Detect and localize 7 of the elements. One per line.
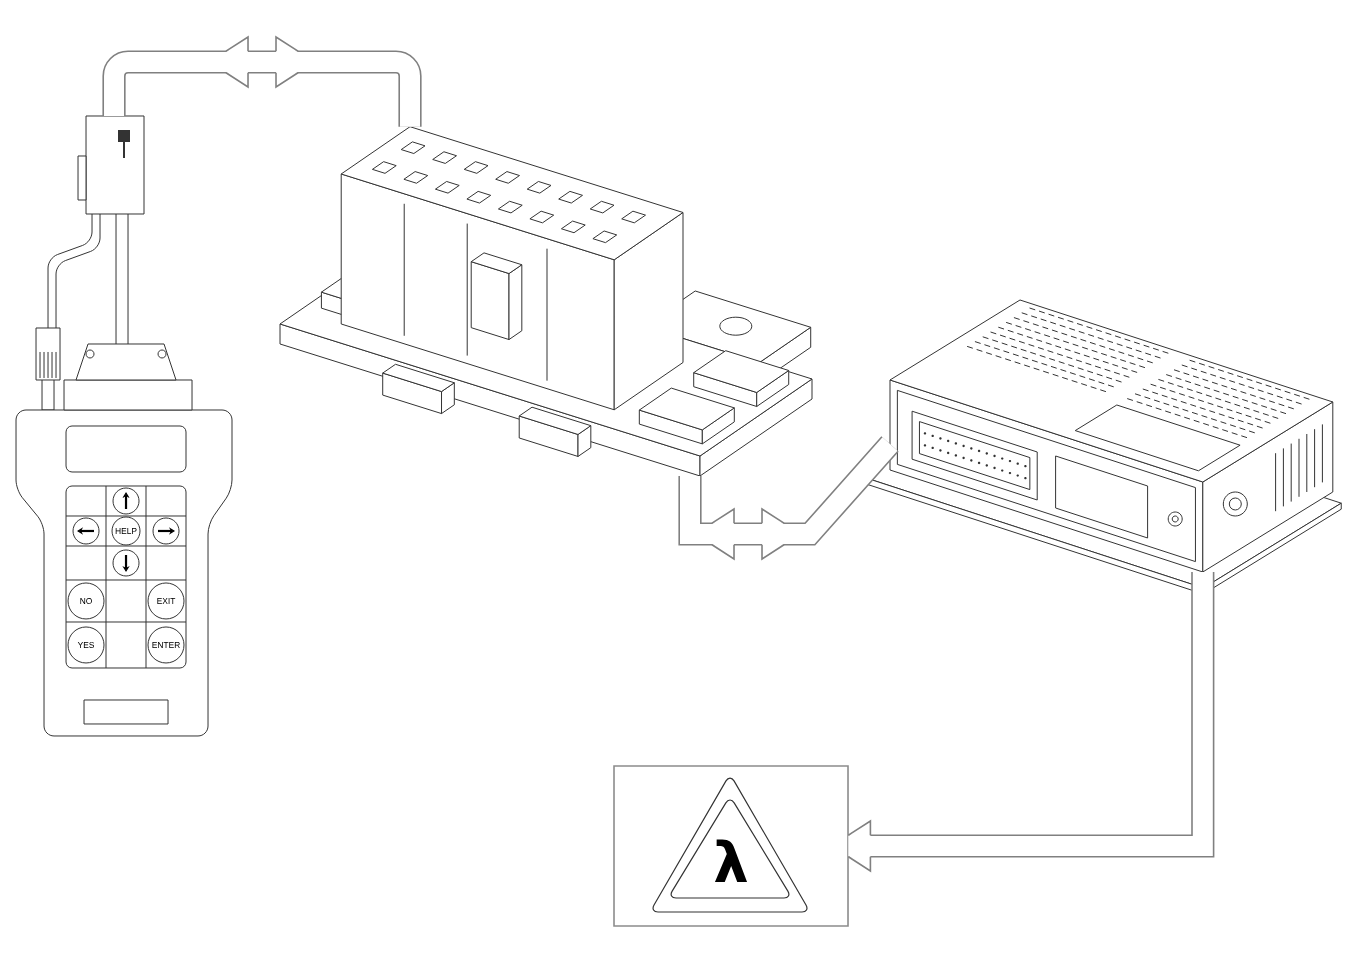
cable: [678, 436, 899, 546]
control-unit: [889, 299, 1334, 573]
diagnostic-connector: [279, 126, 813, 477]
sensor-box: λ: [613, 765, 849, 927]
cable: [102, 50, 422, 127]
handheld-tester: [15, 115, 233, 737]
cable: [847, 572, 1215, 873]
